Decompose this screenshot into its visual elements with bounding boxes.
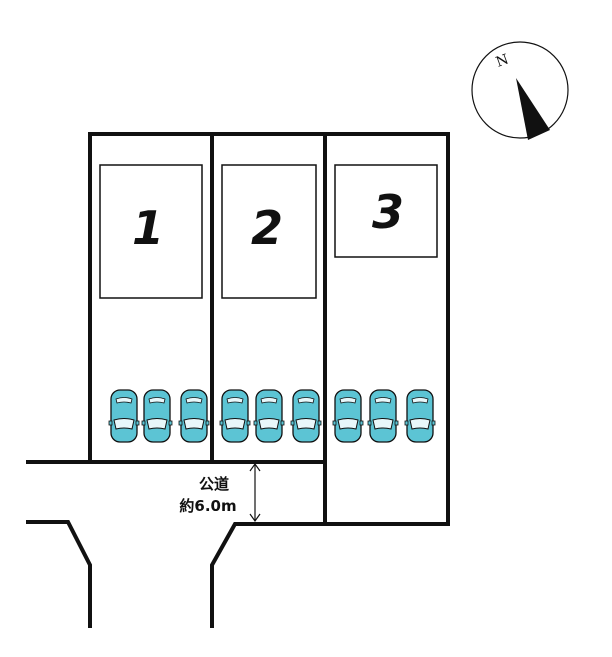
building-3 bbox=[334, 164, 438, 258]
road-type-label: 公道 bbox=[199, 475, 229, 493]
parked-car-icon bbox=[253, 389, 285, 443]
parked-car-icon bbox=[219, 389, 251, 443]
road bbox=[26, 460, 325, 628]
dimension-arrow-bottom-icon bbox=[249, 513, 261, 523]
building-2 bbox=[221, 164, 317, 299]
road-width-label: 約6.0m bbox=[179, 497, 236, 515]
parking-cars bbox=[108, 389, 436, 443]
lot-3-boundary bbox=[323, 132, 450, 526]
lot-number-2: 2 bbox=[251, 201, 283, 255]
lot-number-3: 3 bbox=[372, 185, 404, 239]
parked-car-icon bbox=[178, 389, 210, 443]
parked-car-icon bbox=[141, 389, 173, 443]
building-footprints bbox=[99, 164, 438, 299]
parked-car-icon bbox=[290, 389, 322, 443]
parked-car-icon bbox=[404, 389, 436, 443]
parked-car-icon bbox=[332, 389, 364, 443]
dimension-arrow-top-icon bbox=[249, 462, 261, 472]
road-width-dimension: 公道 約6.0m bbox=[179, 462, 261, 523]
compass: N bbox=[471, 41, 569, 140]
building-1 bbox=[99, 164, 203, 299]
parked-car-icon bbox=[108, 389, 140, 443]
north-arrow-icon bbox=[516, 78, 550, 140]
north-label: N bbox=[494, 52, 511, 71]
lot-number-1: 1 bbox=[132, 201, 164, 255]
parked-car-icon bbox=[367, 389, 399, 443]
road-edge-right bbox=[210, 522, 325, 628]
road-edge-left bbox=[26, 520, 92, 628]
